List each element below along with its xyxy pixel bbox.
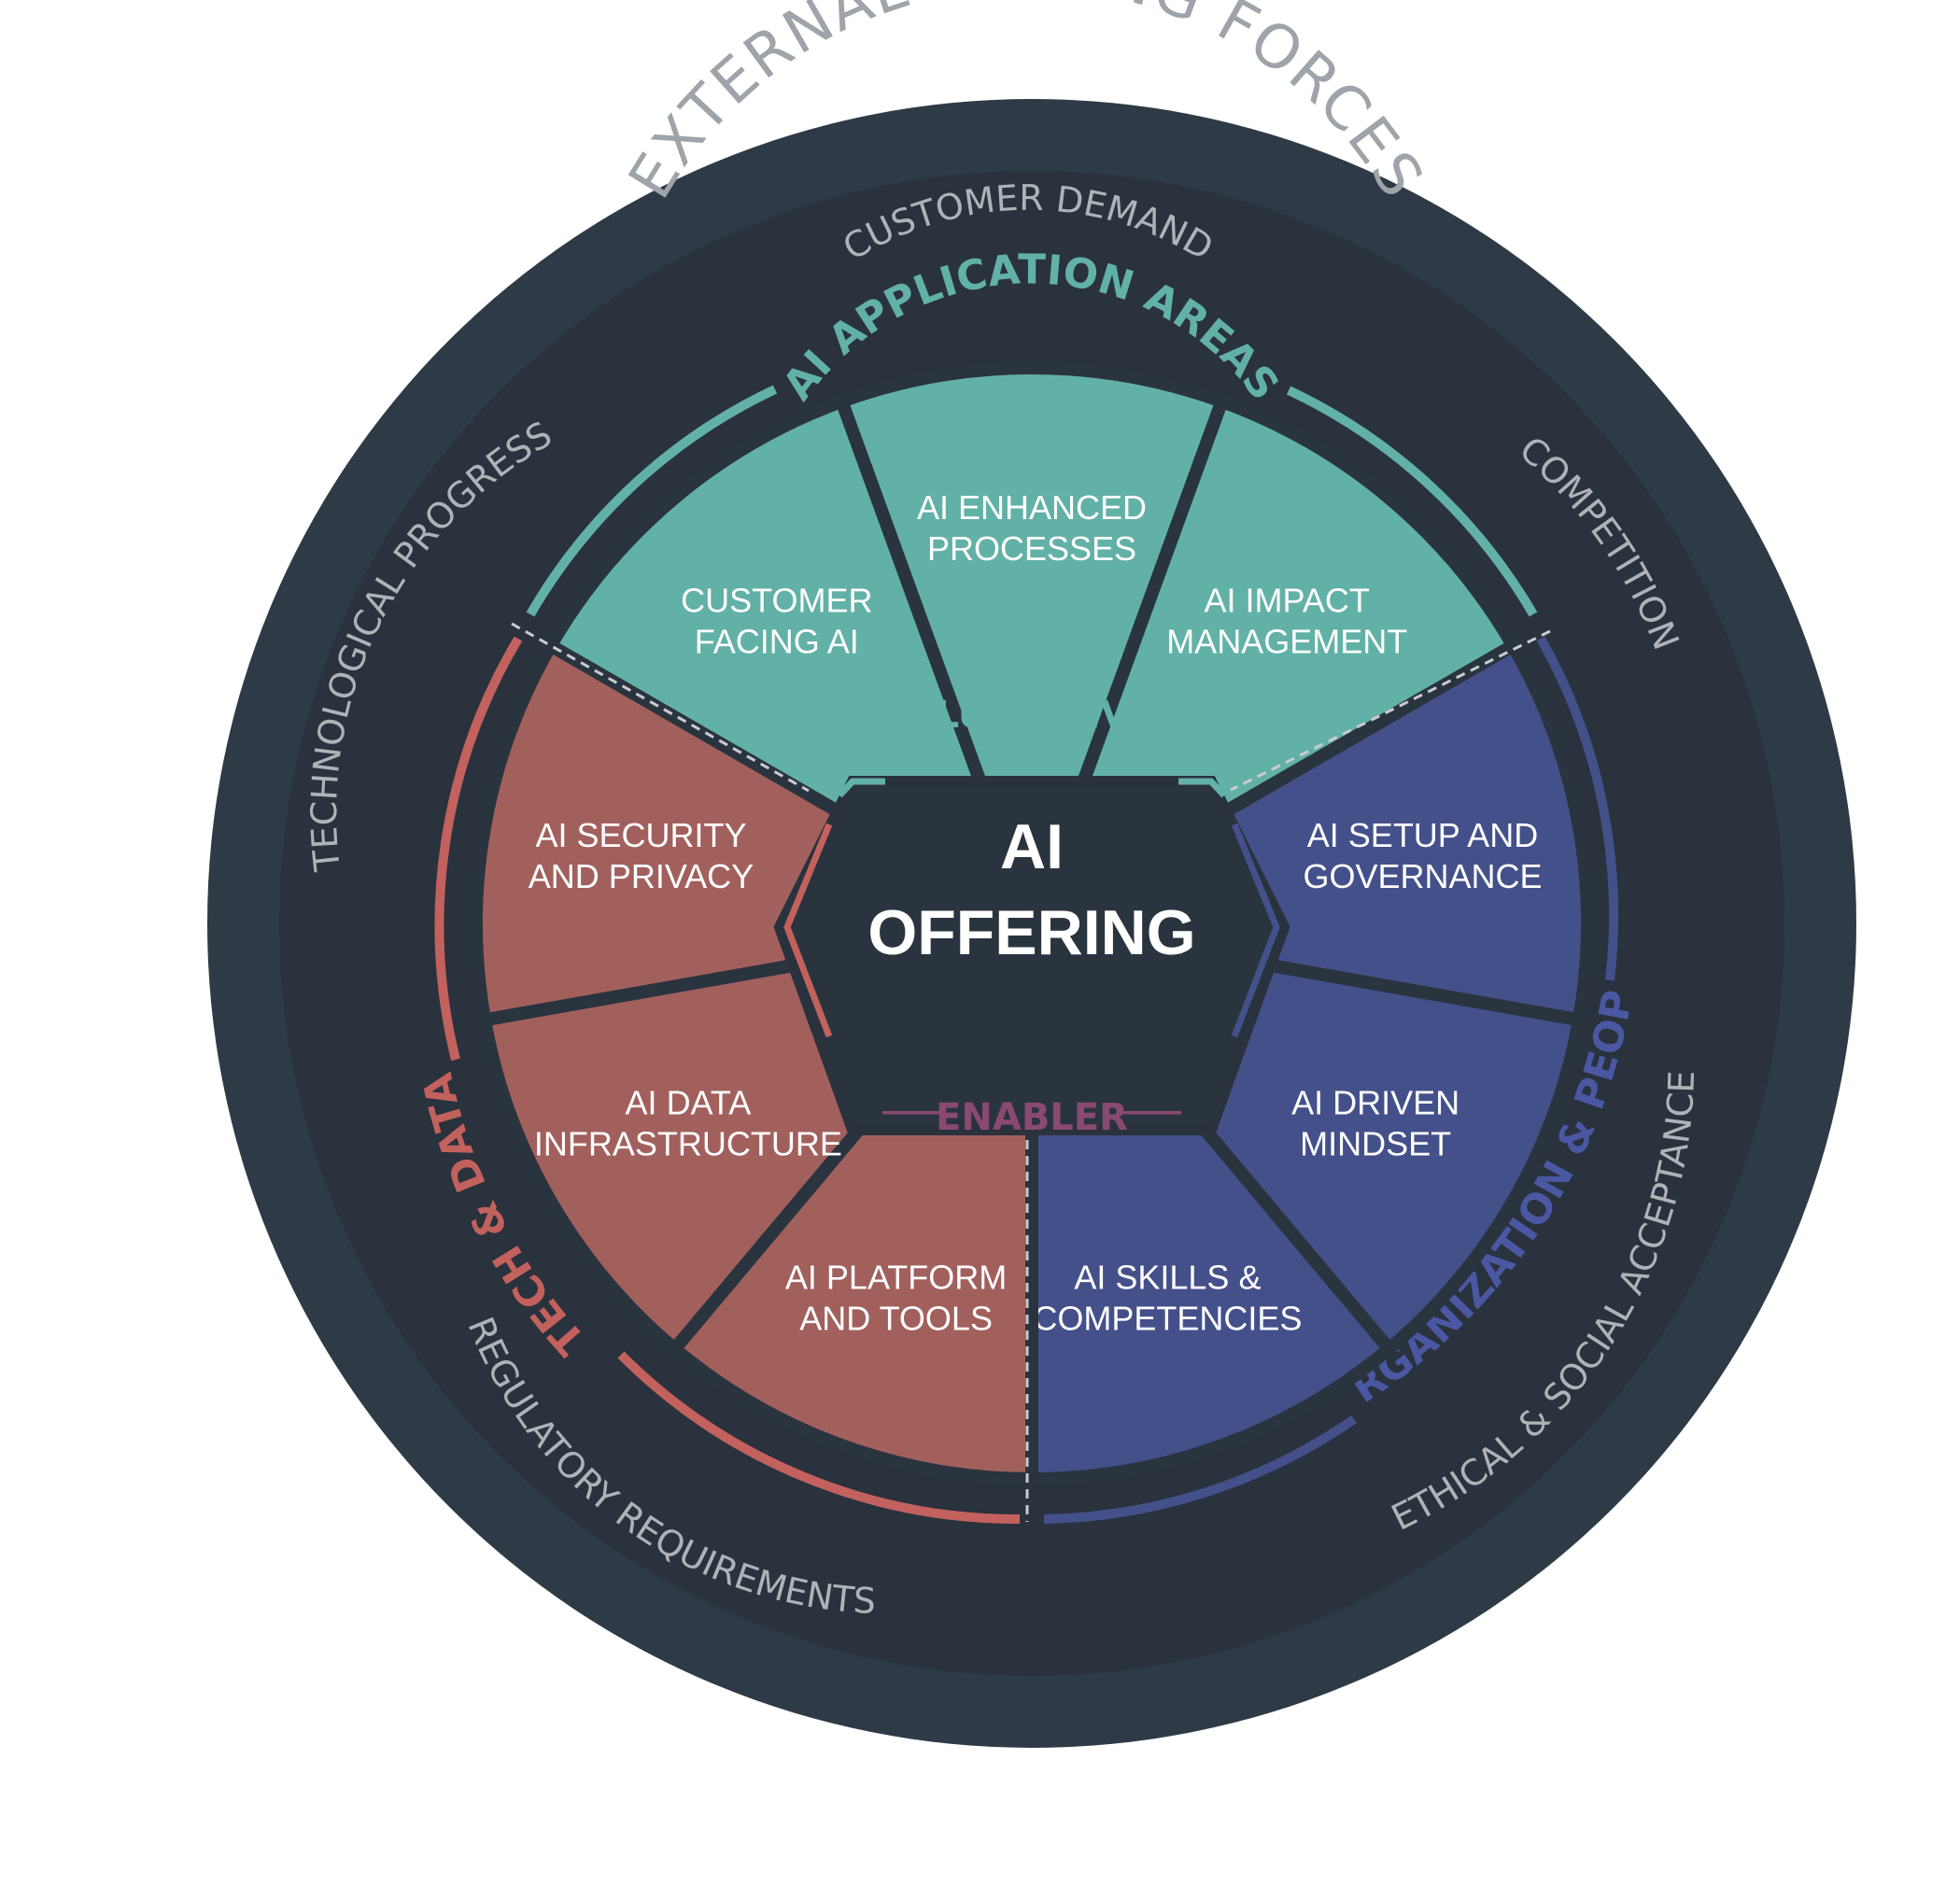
segment-label-line: AND PRIVACY [529,857,754,895]
hexagon-accent-teal-left [837,778,885,798]
segment-label-line: AI DATA [626,1084,752,1122]
hexagon-accent-red [783,823,833,1038]
segment-label-line: AI DRIVEN [1291,1084,1459,1122]
segment-label-line: INFRASTRUCTURE [534,1125,842,1163]
divider-dashed-right [1230,629,1551,792]
segment-label-line: MINDSET [1300,1125,1451,1163]
segment-label-line: AI SECURITY [535,816,746,854]
enabler-label: ENABLER [936,1096,1128,1139]
segment-ai-enhanced-processes [835,361,1229,930]
application-areas-arc-left [526,385,778,617]
segment-label-line: CUSTOMER [681,581,872,619]
segment-label-line: AI ENHANCED [917,488,1147,527]
tech-data-arc-top [434,636,523,1062]
segment-label-line: AI IMPACT [1205,581,1370,619]
segment-label-line: GOVERNANCE [1303,857,1542,895]
segment-label-ai-skills-competencies: AI SKILLS &COMPETENCIES [1033,1258,1302,1337]
segment-label-line: FACING AI [695,622,859,660]
segment-label-line: MANAGEMENT [1166,622,1407,660]
org-people-arc-top [1536,636,1619,981]
segment-label-line: PROCESSES [927,529,1136,568]
center-title-line2: OFFERING [867,897,1195,968]
center-title-line1: AI [1000,811,1064,882]
hexagon-accent-teal-right [1178,778,1227,798]
segment-label-line: AND TOOLS [799,1299,993,1337]
hexagon-accent-blue [1231,823,1280,1038]
org-people-arc-bottom [1043,1414,1357,1524]
divider-dashed-left [511,622,810,793]
center-hexagon [798,795,1265,1111]
application-areas-arc-right [1286,386,1538,617]
segment-label-line: COMPETENCIES [1033,1299,1302,1337]
segment-label-line: AI PLATFORM [785,1258,1007,1296]
segment-label-line: AI SKILLS & [1074,1258,1261,1296]
value-driver-label: VALUE DRIVER [881,694,1184,737]
segment-label-line: AI SETUP AND [1307,816,1538,854]
tech-data-arc-bottom [617,1351,1021,1525]
